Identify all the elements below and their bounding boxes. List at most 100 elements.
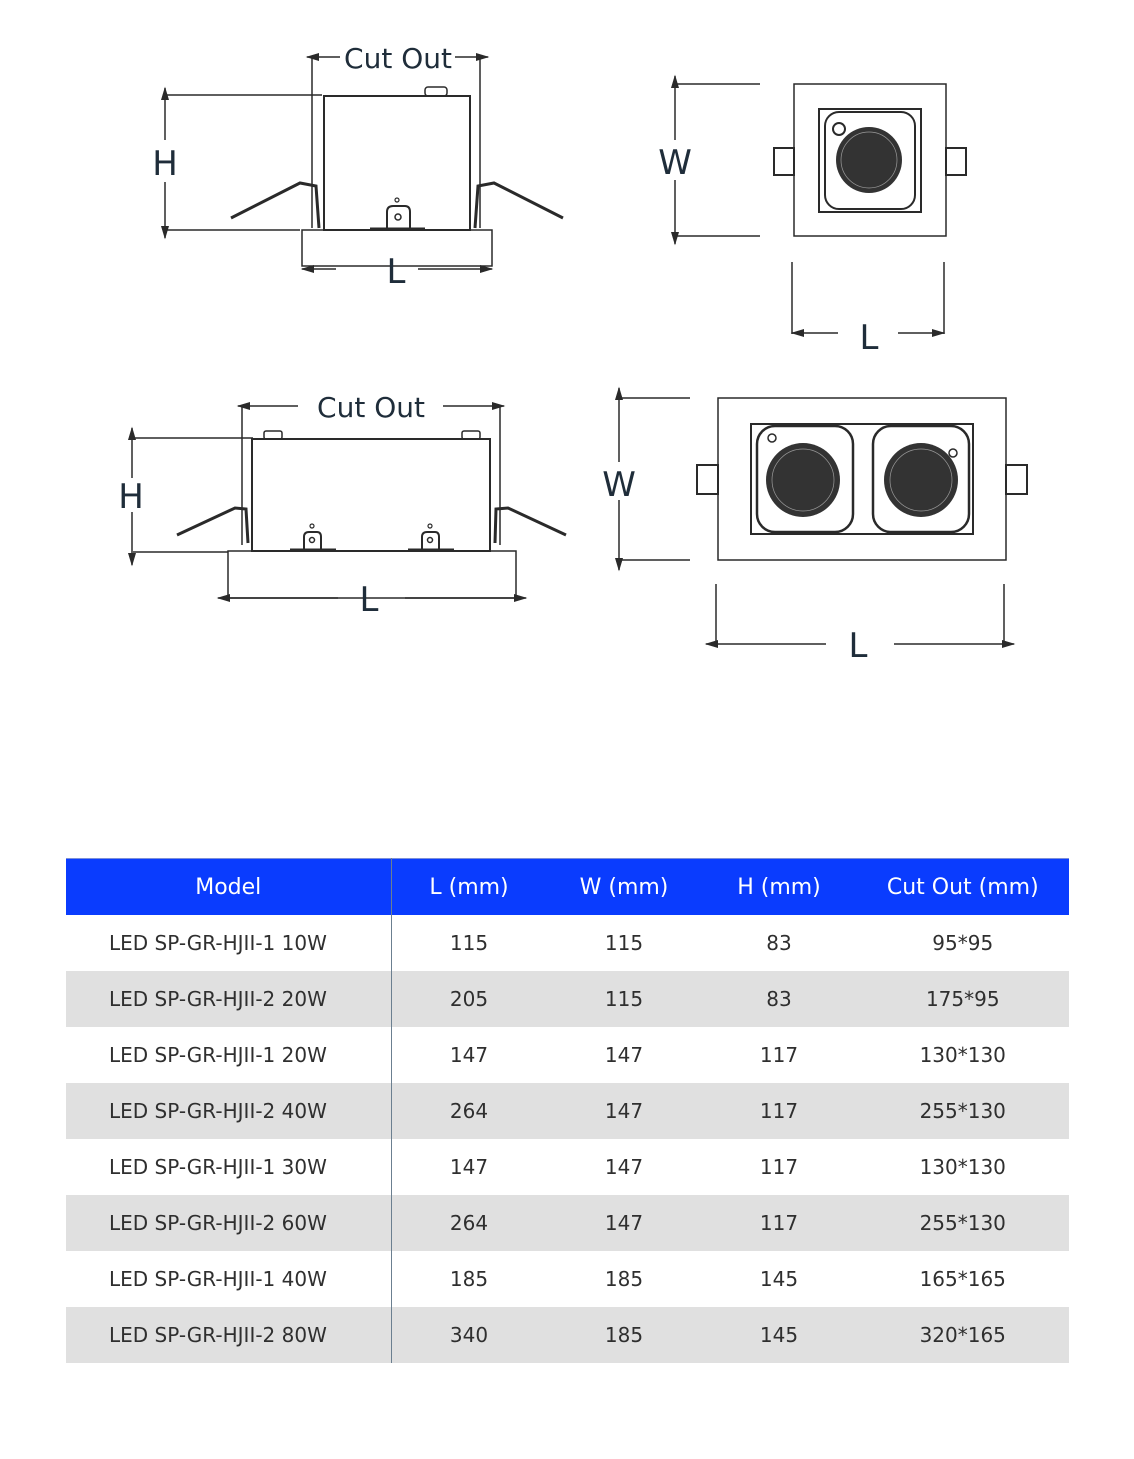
cutout-label: Cut Out: [317, 391, 425, 424]
cell-length: 205: [391, 971, 547, 1027]
length-label: L: [387, 252, 406, 292]
lamp-lens-left: [766, 443, 840, 517]
cell-model: LED SP-GR-HJII-2 40W: [66, 1083, 392, 1139]
mounting-bracket-right: [421, 531, 440, 550]
cell-cut-out: 95*95: [856, 915, 1069, 971]
bracket-hole-left: [308, 536, 316, 544]
table-row: LED SP-GR-HJII-1 40W 185 185 145 165*165: [66, 1251, 1069, 1307]
gimbal-ring-right: [871, 424, 971, 534]
spring-clip-right: [493, 506, 567, 544]
table-row: LED SP-GR-HJII-2 80W 340 185 145 320*165: [66, 1307, 1069, 1363]
table-row: LED SP-GR-HJII-2 20W 205 115 83 175*95: [66, 971, 1069, 1027]
length-label: L: [849, 626, 868, 666]
cell-model: LED SP-GR-HJII-1 10W: [66, 915, 392, 971]
height-label: H: [118, 477, 144, 517]
column-header-height: H (mm): [701, 858, 857, 915]
lamp-housing: [818, 108, 922, 213]
cell-width: 185: [546, 1307, 702, 1363]
cell-cut-out: 165*165: [856, 1251, 1069, 1307]
cell-length: 264: [391, 1083, 547, 1139]
cell-width: 185: [546, 1251, 702, 1307]
cell-length: 147: [391, 1139, 547, 1195]
single-side-view-drawing: Cut Out H L: [152, 42, 564, 292]
cell-cut-out: 130*130: [856, 1027, 1069, 1083]
width-label: W: [602, 465, 636, 505]
cell-length: 185: [391, 1251, 547, 1307]
lens-inner-ring-left: [771, 448, 835, 512]
lamp-lens: [836, 127, 902, 193]
cell-height: 117: [701, 1195, 857, 1251]
cell-length: 115: [391, 915, 547, 971]
cell-width: 147: [546, 1027, 702, 1083]
column-header-cut-out: Cut Out (mm): [856, 858, 1069, 915]
cell-model: LED SP-GR-HJII-1 20W: [66, 1027, 392, 1083]
cell-model: LED SP-GR-HJII-2 20W: [66, 971, 392, 1027]
cell-width: 147: [546, 1139, 702, 1195]
side-tab-left: [773, 147, 795, 176]
double-top-view-drawing: W L: [602, 386, 1028, 666]
adjust-screw: [832, 122, 846, 136]
cell-width: 147: [546, 1083, 702, 1139]
length-label: L: [360, 580, 379, 620]
table-row: LED SP-GR-HJII-1 10W 115 115 83 95*95: [66, 915, 1069, 971]
cell-length: 264: [391, 1195, 547, 1251]
single-top-view-drawing: W L: [658, 74, 967, 358]
table-row: LED SP-GR-HJII-2 40W 264 147 117 255*130: [66, 1083, 1069, 1139]
cell-length: 340: [391, 1307, 547, 1363]
cell-length: 147: [391, 1027, 547, 1083]
housing-tab-right: [461, 430, 481, 440]
spring-clip-right: [473, 181, 564, 229]
side-tab-right: [945, 147, 967, 176]
double-side-view-drawing: Cut Out H L: [118, 391, 567, 620]
fixture-trim: [227, 550, 517, 599]
cell-height: 117: [701, 1083, 857, 1139]
cell-cut-out: 320*165: [856, 1307, 1069, 1363]
lens-inner-ring-right: [889, 448, 953, 512]
mounting-bracket: [386, 205, 411, 229]
spring-clip-left: [230, 181, 321, 229]
cell-width: 147: [546, 1195, 702, 1251]
single-side-view-diagram: Cut Out H L: [0, 0, 600, 300]
cell-cut-out: 255*130: [856, 1083, 1069, 1139]
cell-width: 115: [546, 915, 702, 971]
cell-cut-out: 130*130: [856, 1139, 1069, 1195]
cell-model: LED SP-GR-HJII-1 30W: [66, 1139, 392, 1195]
cell-model: LED SP-GR-HJII-1 40W: [66, 1251, 392, 1307]
gimbal-ring-left: [755, 424, 855, 534]
bracket-hole-right: [426, 536, 434, 544]
length-label: L: [860, 318, 879, 358]
cell-cut-out: 175*95: [856, 971, 1069, 1027]
adjust-screw-left: [767, 433, 777, 443]
cell-height: 83: [701, 915, 857, 971]
cell-height: 145: [701, 1251, 857, 1307]
cell-height: 83: [701, 971, 857, 1027]
lamp-housing: [750, 423, 974, 535]
cutout-label: Cut Out: [344, 42, 452, 75]
specification-table: Model L (mm) W (mm) H (mm) Cut Out (mm) …: [66, 858, 1069, 1363]
cell-cut-out: 255*130: [856, 1195, 1069, 1251]
cell-height: 117: [701, 1139, 857, 1195]
column-header-length: L (mm): [391, 858, 547, 915]
table-row: LED SP-GR-HJII-1 20W 147 147 117 130*130: [66, 1027, 1069, 1083]
cell-height: 145: [701, 1307, 857, 1363]
table-row: LED SP-GR-HJII-1 30W 147 147 117 130*130: [66, 1139, 1069, 1195]
lens-inner-ring: [840, 131, 898, 189]
bracket-dot-right: [427, 523, 433, 529]
table-header-row: Model L (mm) W (mm) H (mm) Cut Out (mm): [66, 858, 1069, 915]
cell-width: 115: [546, 971, 702, 1027]
double-top-view-diagram: W L: [0, 0, 1134, 680]
cell-model: LED SP-GR-HJII-2 60W: [66, 1195, 392, 1251]
bracket-dot: [394, 197, 400, 203]
cell-model: LED SP-GR-HJII-2 80W: [66, 1307, 392, 1363]
lamp-lens-right: [884, 443, 958, 517]
column-header-model: Model: [66, 858, 392, 915]
height-label: H: [152, 144, 178, 184]
mounting-bracket-left: [303, 531, 322, 550]
table-row: LED SP-GR-HJII-2 60W 264 147 117 255*130: [66, 1195, 1069, 1251]
side-tab-left: [696, 464, 719, 495]
column-header-width: W (mm): [546, 858, 702, 915]
housing-tab: [424, 86, 448, 97]
side-tab-right: [1005, 464, 1028, 495]
double-side-view-diagram: Cut Out H L: [0, 0, 600, 640]
bracket-hole: [394, 213, 402, 221]
